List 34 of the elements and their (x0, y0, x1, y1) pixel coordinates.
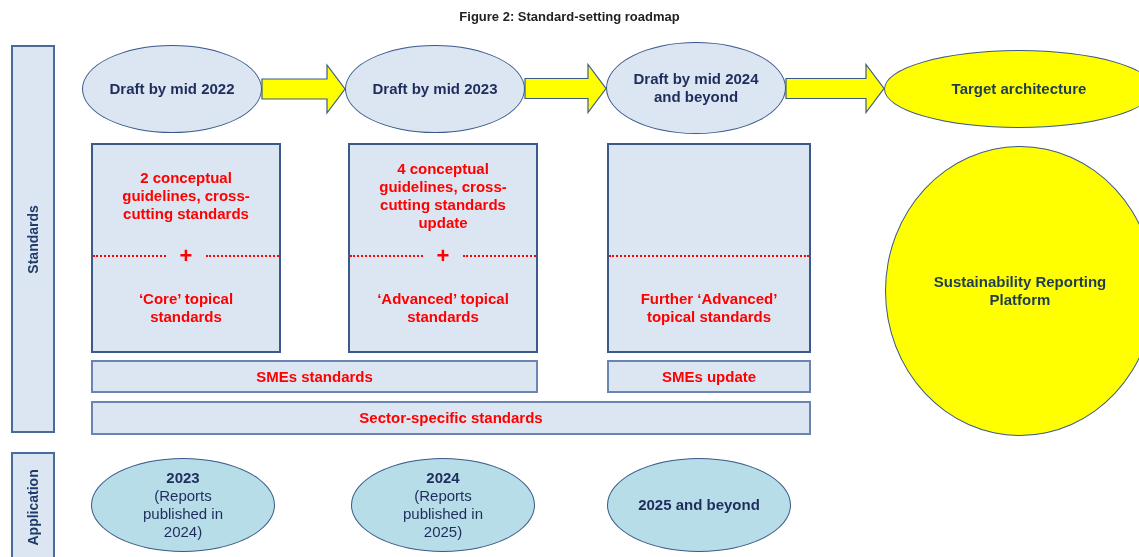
standards-box (91, 143, 281, 353)
standards-strip (91, 401, 811, 435)
standards-strip (91, 360, 538, 393)
box-text: Further ‘Advanced’ topical standards (639, 289, 779, 326)
box-text: ‘Advanced’ topical standards (376, 289, 510, 326)
box-text: 2 conceptual guidelines, cross-cutting standards (121, 168, 251, 223)
standards-box (348, 143, 538, 353)
node-text: Target architecture (950, 80, 1088, 98)
standards-strip (607, 360, 811, 393)
band-label: Application (24, 468, 42, 546)
year-label: 2024 (426, 469, 460, 487)
band-label: Standards (24, 204, 42, 274)
year-label: 2025 and beyond (638, 496, 760, 514)
standards-box (607, 143, 811, 353)
plus-sign: + (178, 244, 194, 267)
year-label: 2023 (166, 469, 200, 487)
node-text: Draft by mid 2024 and beyond (632, 70, 760, 106)
row-band (11, 452, 55, 557)
block-arrow (524, 62, 607, 115)
plus-sign: + (435, 244, 451, 267)
box-text: ‘Core’ topical standards (137, 289, 235, 326)
block-arrow (785, 62, 885, 115)
node-text: Sustainability Reporting Platform (932, 273, 1108, 309)
note-text: (Reports published in 2024) (141, 487, 225, 541)
node-text: Draft by mid 2022 (108, 80, 236, 98)
node-text: SMEs update (660, 367, 758, 386)
node-text: Sector-specific standards (358, 409, 544, 427)
row-band (11, 45, 55, 433)
node-text: SMEs standards (255, 367, 374, 386)
node-text: Draft by mid 2023 (371, 80, 499, 98)
figure-title: Figure 2: Standard-setting roadmap (458, 9, 681, 24)
box-text: 4 conceptual guidelines, cross-cutting standards update (378, 159, 508, 232)
note-text: (Reports published in 2025) (401, 487, 485, 541)
block-arrow (261, 63, 346, 115)
